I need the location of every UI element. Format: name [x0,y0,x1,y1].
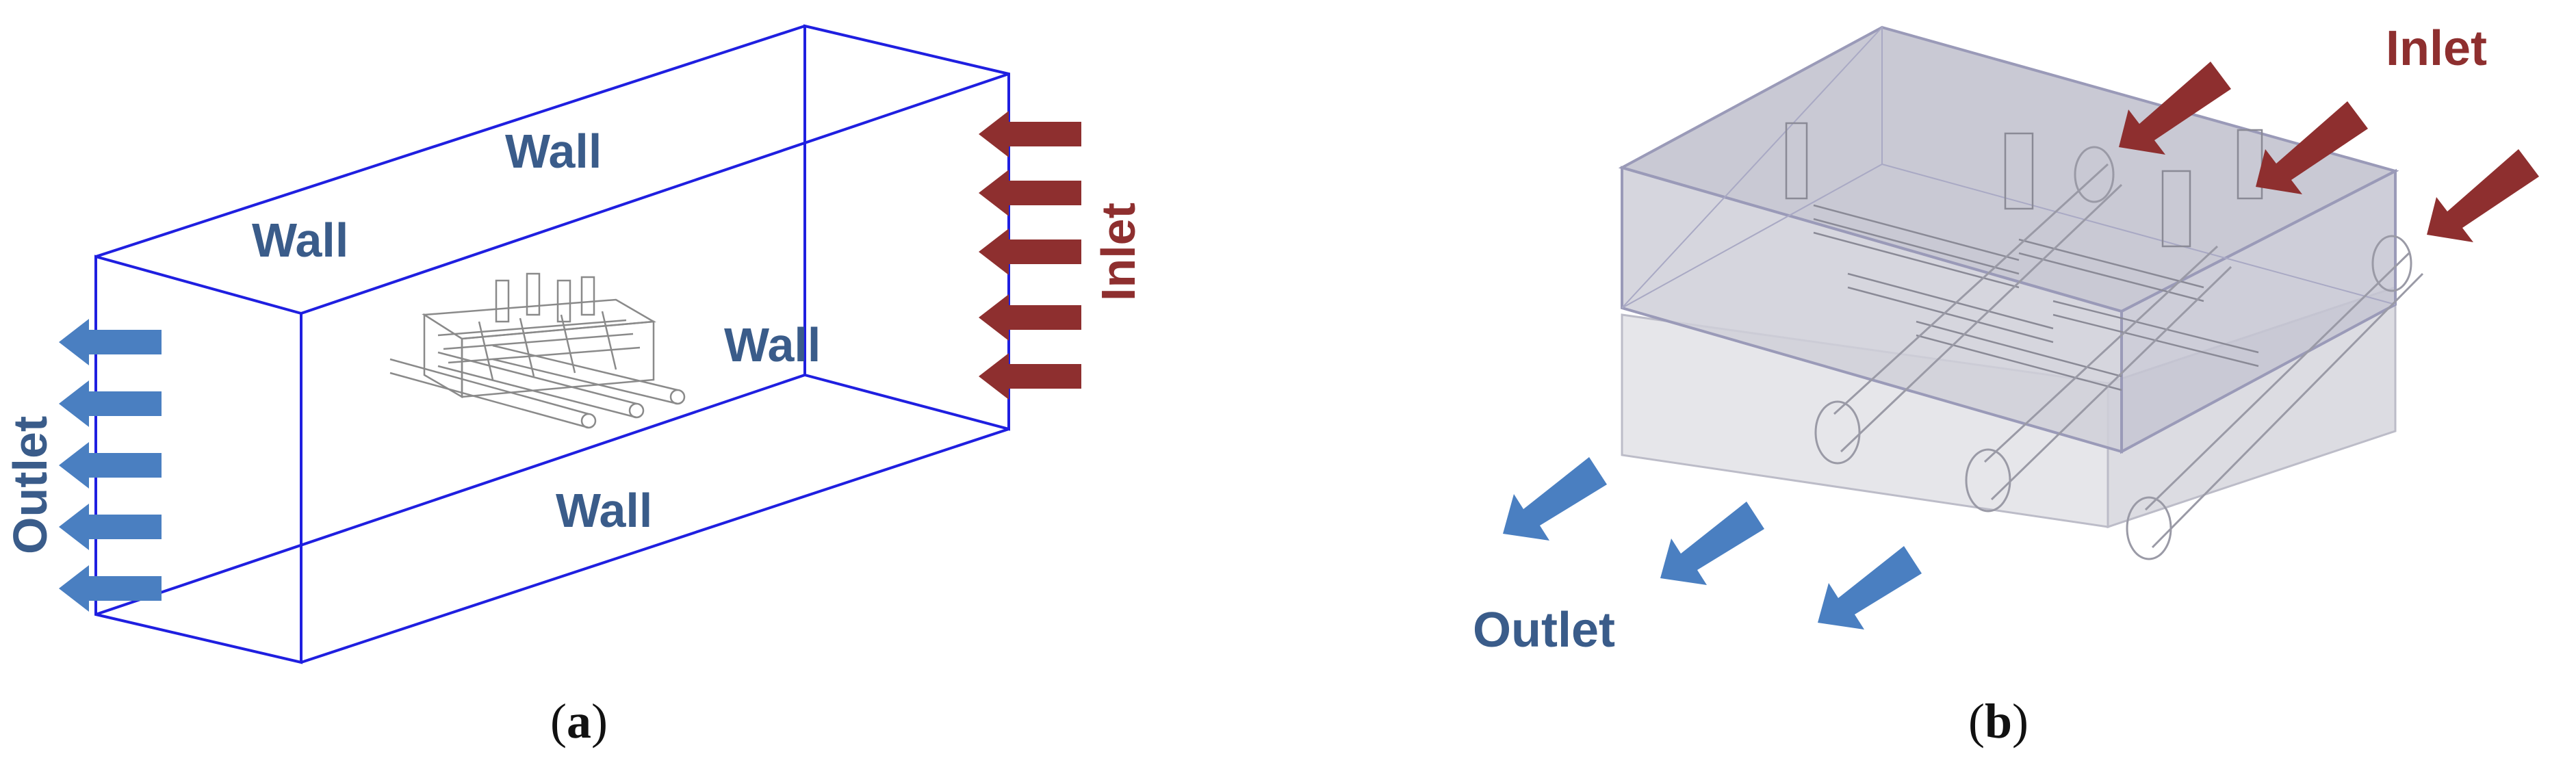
inlet-arrow [2427,149,2539,242]
wall-label-top: Wall [505,125,602,178]
inlet-arrow [979,170,1081,216]
caption-b: (b) [1968,694,2028,749]
panel-b: Inlet Outlet (b) [1473,21,2539,749]
domain-box [94,24,1010,664]
panel-a: Wall Wall Wall Wall Outlet Inlet (a) [3,24,1145,749]
wall-label-bottom: Wall [556,484,652,537]
inlet-arrow [979,294,1081,341]
heat-sink-model [389,272,686,429]
outlet-arrows-b [1503,457,1922,630]
caption-a: (a) [550,694,608,749]
outlet-arrow [1818,546,1922,630]
outlet-arrow [1503,457,1607,541]
internal-fins [1785,122,2263,391]
enclosure [1618,25,2399,454]
outlet-arrow [59,319,162,365]
wall-label-left: Wall [252,213,348,267]
outlet-pipes [1814,146,2424,560]
inlet-arrows-b [2119,62,2539,242]
inlet-arrow [979,229,1081,275]
outlet-arrow [1660,502,1764,585]
outlet-arrow [59,565,162,612]
inlet-label-b: Inlet [2386,21,2487,76]
inlet-arrow [979,353,1081,400]
inlet-arrow [2119,62,2231,155]
outlet-arrow [59,504,162,550]
inlet-arrow [979,111,1081,157]
outlet-label-b: Outlet [1473,603,1615,658]
wall-label-right: Wall [724,318,821,372]
outlet-arrows-a [59,319,162,612]
inlet-label-a: Inlet [1092,203,1145,301]
inlet-arrows-a [979,111,1081,400]
outlet-label-a: Outlet [3,416,57,554]
inlet-arrow [2256,101,2368,194]
outlet-arrow [59,442,162,489]
outlet-arrow [59,380,162,427]
